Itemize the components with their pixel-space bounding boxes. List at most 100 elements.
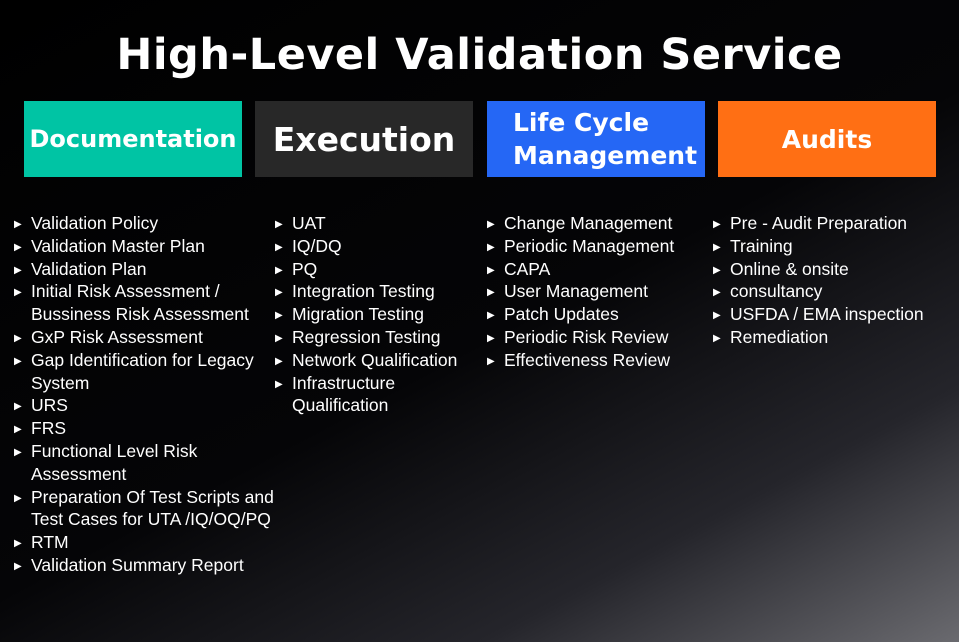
bullet-arrow-icon: ▶ [713, 219, 721, 230]
bullet-arrow-icon: ▶ [275, 310, 283, 322]
list-item-label: Regression Testing [292, 326, 441, 347]
bullet-arrow-icon: ▶ [487, 287, 495, 299]
list-item-label: URS [31, 395, 68, 416]
list-item-label: CAPA [504, 258, 551, 279]
list-item-label: RTM [31, 532, 69, 553]
execution-header: Execution [255, 101, 473, 177]
audits-list: ▶Pre - Audit Preparation▶Training▶Online… [713, 212, 953, 349]
bullet-arrow-icon: ▶ [14, 355, 22, 367]
bullet-arrow-icon: ▶ [14, 446, 22, 458]
list-item-label: Validation Plan [31, 258, 147, 279]
list-item: ▶ PQ [275, 258, 475, 281]
life-cycle-management-list: ▶Change Management▶Periodic Management▶C… [487, 212, 707, 372]
list-item-label: Validation Master Plan [31, 235, 205, 256]
documentation-header: Documentation [24, 101, 242, 177]
bullet-arrow-icon: ▶ [14, 219, 22, 230]
list-item-label: Integration Testing [292, 281, 435, 302]
list-item: ▶ Validation Policy [14, 212, 290, 235]
bullet-arrow-icon: ▶ [14, 241, 22, 253]
life-cycle-management-header: Life Cycle Management [487, 101, 705, 177]
bullet-arrow-icon: ▶ [713, 264, 721, 276]
bullet-arrow-icon: ▶ [713, 310, 721, 322]
list-item: ▶IQ/DQ [275, 235, 475, 258]
audits-header: Audits [718, 101, 936, 177]
list-item-label: FRS [31, 418, 66, 439]
list-item: ▶Periodic Management [487, 235, 707, 258]
life-cycle-header-line-2: Management [513, 141, 698, 170]
bullet-arrow-icon: ▶ [487, 332, 495, 344]
list-item-label: Effectiveness Review [504, 349, 671, 370]
list-item: ▶ Gap Identification for Legacy System [14, 349, 290, 395]
list-item-label: Initial Risk Assessment / Bussiness Risk… [31, 281, 249, 325]
list-item-label: Periodic Risk Review [504, 326, 669, 347]
bullet-arrow-icon: ▶ [713, 287, 721, 299]
list-item-label: User Management [504, 281, 648, 302]
documentation-header-label: Documentation [29, 125, 237, 153]
page-title: High-Level Validation Service [116, 30, 843, 80]
bullet-arrow-icon: ▶ [487, 219, 495, 230]
list-item: ▶ Periodic Risk Review [487, 326, 707, 349]
list-item: ▶ RTM [14, 531, 290, 554]
execution-list: ▶UAT▶IQ/DQ▶PQ▶Integration Testing▶Migrat… [275, 212, 475, 417]
list-item-label: Patch Updates [504, 304, 619, 325]
list-item-label: GxP Risk Assessment [31, 326, 203, 347]
list-item-label: UAT [292, 213, 326, 233]
bullet-arrow-icon: ▶ [275, 287, 283, 299]
list-item: ▶ Online & onsite [713, 258, 953, 281]
bullet-arrow-icon: ▶ [14, 492, 22, 504]
bullet-arrow-icon: ▶ [14, 538, 22, 550]
execution-header-label: Execution [272, 119, 456, 159]
list-item: ▶ Regression Testing [275, 326, 475, 349]
list-item: ▶ GxP Risk Assessment [14, 326, 290, 349]
list-item: ▶ URS [14, 394, 290, 417]
list-item: ▶ User Management [487, 280, 707, 303]
list-item-label: IQ/DQ [292, 235, 342, 256]
list-item-label: USFDA / EMA inspection [730, 304, 924, 325]
list-item: ▶ Functional Level Risk Assessment [14, 440, 290, 486]
list-item: ▶Remediation [713, 326, 953, 349]
list-item-label: Online & onsite [730, 258, 849, 279]
list-item: ▶ UAT [275, 212, 475, 235]
bullet-arrow-icon: ▶ [713, 241, 721, 253]
list-item-label: Validation Summary Report [31, 554, 244, 575]
list-item: ▶ Network Qualification [275, 349, 475, 372]
bullet-arrow-icon: ▶ [275, 332, 283, 344]
list-item-label: Network Qualification [292, 349, 458, 370]
list-item: ▶ consultancy [713, 280, 953, 303]
list-item-label: Infrastructure Qualification [292, 372, 396, 416]
list-item-label: consultancy [730, 281, 823, 302]
list-item-label: Validation Policy [31, 213, 159, 233]
list-item: ▶ FRS [14, 417, 290, 440]
documentation-list: ▶ Validation Policy ▶ Validation Master Pla… [14, 212, 290, 577]
list-item-label: Change Management [504, 213, 673, 233]
bullet-arrow-icon: ▶ [487, 355, 495, 367]
bullet-arrow-icon: ▶ [275, 264, 283, 276]
list-item: ▶ USFDA / EMA inspection [713, 303, 953, 326]
list-item: ▶ Effectiveness Review [487, 349, 707, 372]
list-item: ▶ Preparation Of Test Scripts and Test Ca… [14, 486, 290, 532]
list-item-label: Periodic Management [504, 235, 675, 256]
list-item-label: Gap Identification for Legacy System [31, 349, 254, 393]
bullet-arrow-icon: ▶ [275, 219, 283, 230]
list-item-label: Remediation [730, 326, 829, 347]
list-item: ▶ Validation Master Plan [14, 235, 290, 258]
list-item: ▶ Validation Summary Report [14, 554, 290, 577]
list-item-label: Training [730, 235, 793, 256]
list-item-label: PQ [292, 258, 318, 279]
bullet-arrow-icon: ▶ [14, 401, 22, 413]
list-item-label: Preparation Of Test Scripts and Test Cas… [31, 486, 274, 530]
list-item: ▶ Validation Plan [14, 258, 290, 281]
list-item-label: Functional Level Risk Assessment [31, 440, 198, 484]
list-item: ▶ CAPA [487, 258, 707, 281]
bullet-arrow-icon: ▶ [275, 355, 283, 367]
bullet-arrow-icon: ▶ [487, 264, 495, 276]
list-item: ▶ Migration Testing [275, 303, 475, 326]
list-item-label: Migration Testing [292, 304, 424, 325]
bullet-arrow-icon: ▶ [14, 560, 22, 572]
bullet-arrow-icon: ▶ [14, 424, 22, 436]
list-item: ▶Pre - Audit Preparation [713, 212, 953, 235]
bullet-arrow-icon: ▶ [14, 287, 22, 299]
list-item: ▶ Training [713, 235, 953, 258]
audits-header-label: Audits [781, 124, 873, 154]
list-item: ▶Infrastructure Qualification [275, 372, 475, 418]
